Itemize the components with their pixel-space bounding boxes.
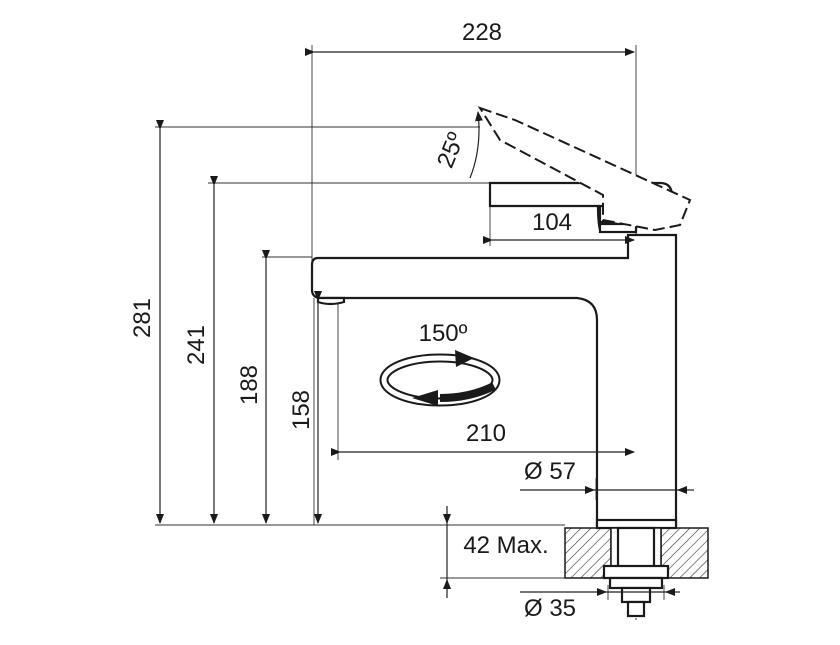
dim-text-150deg: 150º xyxy=(419,320,468,347)
worktop-section xyxy=(564,526,709,618)
lock-washer xyxy=(608,576,664,590)
dim-arc-25 xyxy=(469,111,483,179)
dim-text-25deg: 25º xyxy=(432,128,470,171)
swivel-arrow-head-bottom xyxy=(412,390,438,406)
swivel-rotation-icon xyxy=(379,350,501,407)
lever-raised-outline xyxy=(477,106,692,232)
dimension-lines xyxy=(156,48,694,598)
dim-text-diameter-57: Ø 57 xyxy=(524,458,576,485)
dimension-labels: 228 281 241 188 158 104 210 25º 150º Ø 5… xyxy=(129,19,576,622)
dim-text-188: 188 xyxy=(236,365,263,405)
fixing-nut xyxy=(602,564,670,580)
dim-text-281: 281 xyxy=(129,298,156,338)
faucet-body xyxy=(310,106,692,530)
dim-text-210: 210 xyxy=(466,420,506,447)
faucet-column xyxy=(310,233,678,528)
dim-text-241: 241 xyxy=(183,325,210,365)
aerator xyxy=(316,296,346,306)
dim-text-42-max: 42 Max. xyxy=(463,532,548,559)
dim-text-228: 228 xyxy=(462,19,502,46)
handle-base xyxy=(598,222,638,234)
dim-text-158: 158 xyxy=(288,390,315,430)
threaded-rod xyxy=(620,586,652,604)
connector xyxy=(626,600,646,618)
swivel-arrow-head-top xyxy=(455,350,474,367)
dim-text-diameter-35: Ø 35 xyxy=(524,595,576,622)
dim-text-104: 104 xyxy=(532,209,572,236)
base-ring xyxy=(595,518,678,530)
